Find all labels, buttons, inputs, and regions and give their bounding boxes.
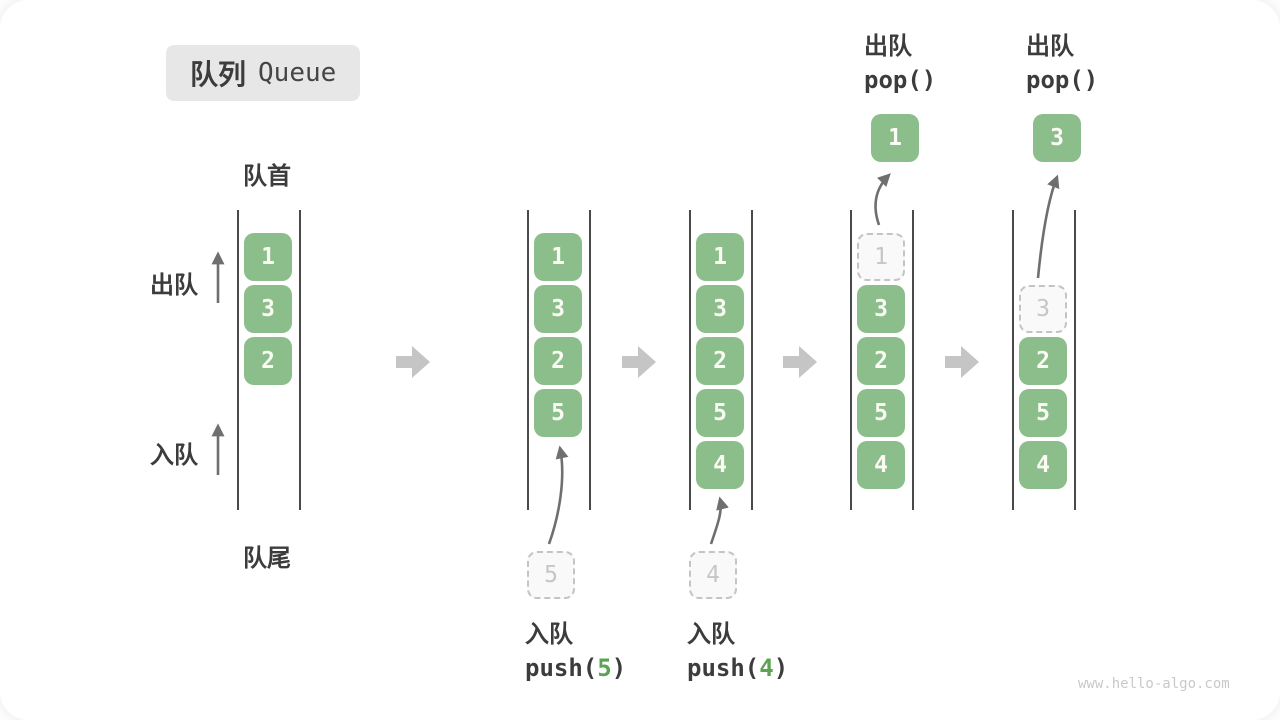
queue-1-cell-row2: 2 <box>534 337 582 385</box>
queue-2-wall-left <box>689 210 691 510</box>
queue-4-popped-cell: 3 <box>1033 114 1081 162</box>
label-enqueue: 入队 <box>150 441 198 469</box>
state-transition-arrow-icon-0 <box>396 346 430 378</box>
label-dequeue: 出队 <box>150 271 198 299</box>
op-code: pop() <box>864 63 936 97</box>
queue-4-wall-right <box>1074 210 1076 510</box>
op-code-post: ) <box>773 654 789 682</box>
op-code-arg: 5 <box>597 654 612 682</box>
queue-2-cell-row1: 3 <box>696 285 744 333</box>
queue-3-wall-left <box>850 210 852 510</box>
queue-4-op-dequeue: 出队 pop() <box>1026 30 1098 97</box>
queue-1-wall-left <box>527 210 529 510</box>
op-code-pre: pop() <box>1026 66 1099 94</box>
label-queue-front: 队首 <box>243 162 291 190</box>
queue-0-wall-right <box>299 210 301 510</box>
queue-2-cell-row3: 5 <box>696 389 744 437</box>
queue-4-pop-arrow-icon <box>1036 174 1060 279</box>
queue-3-op-dequeue: 出队 pop() <box>864 30 936 97</box>
queue-0-cell-row0: 1 <box>244 233 292 281</box>
op-code: push(4) <box>687 651 788 685</box>
op-code: push(5) <box>525 651 626 685</box>
queue-2-cell-row0: 1 <box>696 233 744 281</box>
queue-1-wall-right <box>589 210 591 510</box>
queue-3-popped-cell: 1 <box>871 114 919 162</box>
label-queue-rear: 队尾 <box>243 544 291 572</box>
queue-0-cell-row2: 2 <box>244 337 292 385</box>
queue-3-cell-row4: 4 <box>857 441 905 489</box>
queue-4-cell-row4: 4 <box>1019 441 1067 489</box>
queue-1-op-enqueue: 入队 push(5) <box>525 618 626 685</box>
queue-1-cell-row1: 3 <box>534 285 582 333</box>
queue-2-cell-row2: 2 <box>696 337 744 385</box>
title-badge: 队列 Queue <box>166 45 361 101</box>
op-code-pre: push( <box>687 654 760 682</box>
queue-1-cell-row3: 5 <box>534 389 582 437</box>
queue-4-cell-row1-dashed: 3 <box>1019 285 1067 333</box>
queue-0-wall-left <box>237 210 239 510</box>
op-label-zh: 出队 <box>864 32 912 60</box>
queue-2-wall-right <box>751 210 753 510</box>
watermark-text: www.hello-algo.com <box>1078 676 1230 692</box>
queue-4-cell-row3: 5 <box>1019 389 1067 437</box>
op-label-zh: 入队 <box>687 620 735 648</box>
queue-3-wall-right <box>912 210 914 510</box>
state-transition-arrow-icon-2 <box>783 346 817 378</box>
op-code: pop() <box>1026 63 1098 97</box>
queue-2-op-enqueue: 入队 push(4) <box>687 618 788 685</box>
queue-3-cell-row3: 5 <box>857 389 905 437</box>
queue-3-cell-row1: 3 <box>857 285 905 333</box>
queue-1-enqueue-arrow-icon <box>547 445 569 545</box>
op-label-zh: 出队 <box>1026 32 1074 60</box>
queue-3-cell-row2: 2 <box>857 337 905 385</box>
op-code-pre: push( <box>525 654 598 682</box>
state-transition-arrow-icon-1 <box>622 346 656 378</box>
state-transition-arrow-icon-3 <box>945 346 979 378</box>
title-zh: 队列 <box>190 58 247 91</box>
queue-1-cell-row0: 1 <box>534 233 582 281</box>
title-en: Queue <box>258 58 337 88</box>
queue-0-cell-row1: 3 <box>244 285 292 333</box>
queue-1-pending-cell: 5 <box>527 551 575 599</box>
queue-2-pending-cell: 4 <box>689 551 737 599</box>
queue-3-pop-arrow-icon <box>874 173 891 226</box>
queue-2-enqueue-arrow-icon <box>709 496 729 545</box>
queue-3-cell-row0-dashed: 1 <box>857 233 905 281</box>
queue-4-cell-row2: 2 <box>1019 337 1067 385</box>
op-code-pre: pop() <box>864 66 937 94</box>
op-code-post: ) <box>611 654 627 682</box>
queue-2-cell-row4: 4 <box>696 441 744 489</box>
op-code-arg: 4 <box>759 654 774 682</box>
queue-4-wall-left <box>1012 210 1014 510</box>
op-label-zh: 入队 <box>525 620 573 648</box>
